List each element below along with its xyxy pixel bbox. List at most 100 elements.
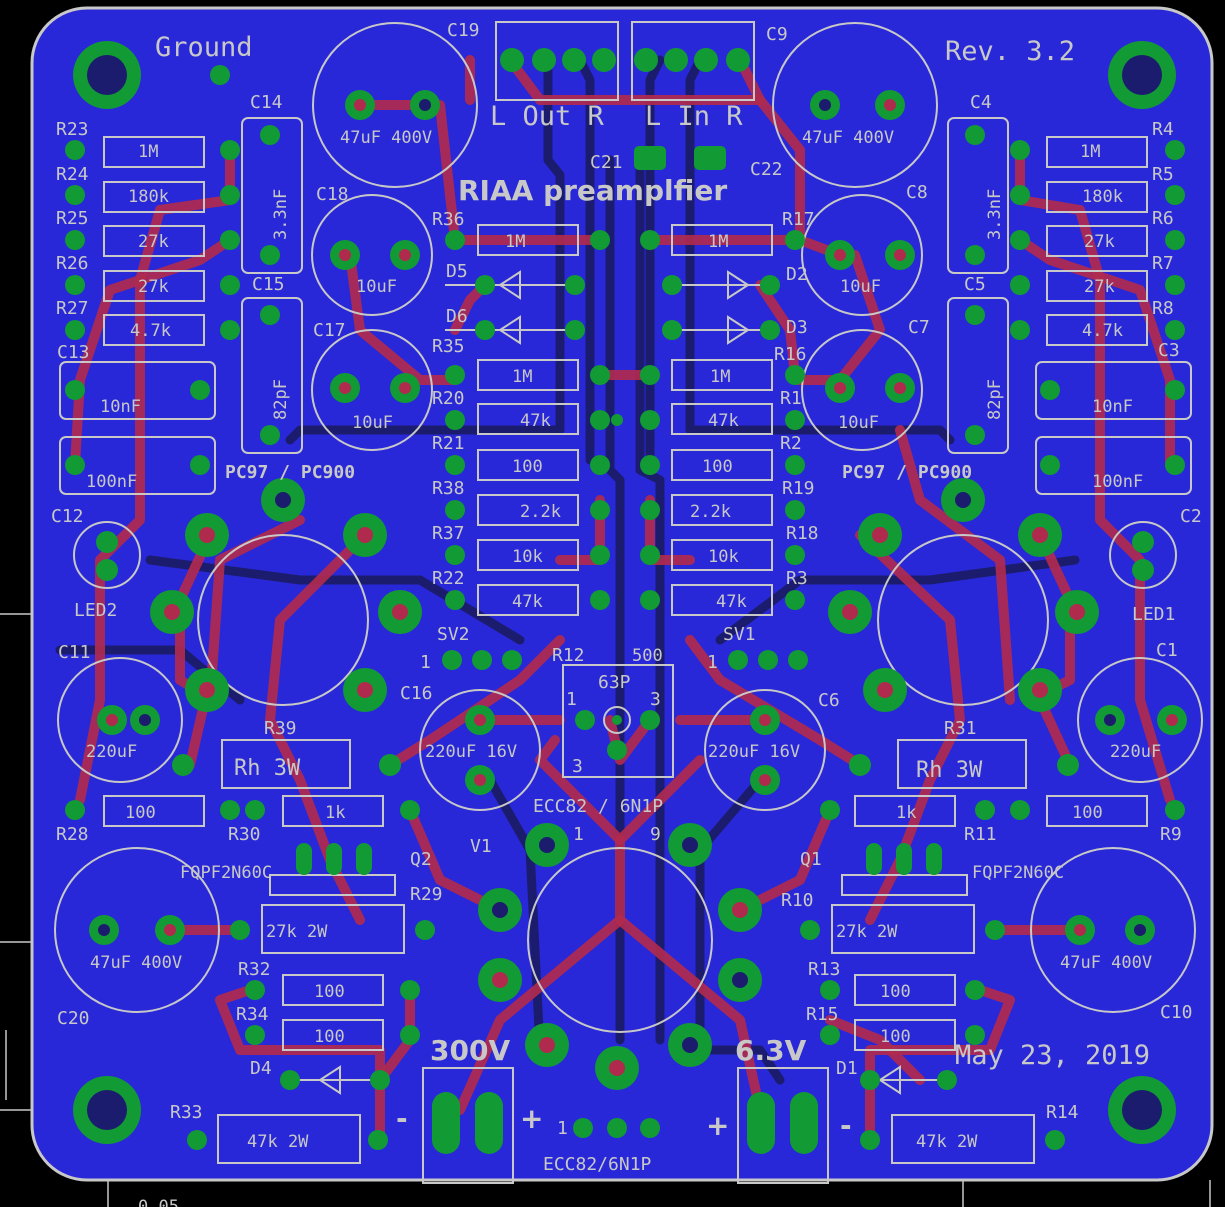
ref-c1: C1 [1156,640,1178,661]
value-c10: 47uF 400V [1060,953,1152,973]
mount-hole-tr [1108,41,1176,109]
value-r23: 1M [138,142,158,162]
ref-r32: R32 [238,959,271,980]
silk-text: Ground Rev. 3.2 RIAA preamplfier May 23,… [155,32,1150,1175]
ref-c5: C5 [964,274,986,295]
ref-c8: C8 [906,182,928,203]
value-r7: 27k [1084,277,1115,297]
value-r39: Rh 3W [234,756,301,781]
out-connector-label: L Out R [490,101,605,132]
ref-r23: R23 [56,119,89,140]
value-q2: FQPF2N60C [180,863,272,883]
ref-r11: R11 [964,824,997,845]
value-c3: 10nF [1092,397,1133,417]
pot-pin3: 3 [650,689,661,710]
ref-c10: C10 [1160,1002,1193,1023]
opto-label: PC97 / PC900 [842,462,972,483]
dimension-label: 0.05 [138,1197,179,1207]
ref-c7: C7 [908,317,930,338]
ref-r30: R30 [228,824,261,845]
value-r27: 4.7k [130,321,171,341]
ref-r24: R24 [56,164,89,185]
ref-r29: R29 [410,884,443,905]
revision-label: Rev. 3.2 [945,36,1075,67]
ref-c4: C4 [970,92,992,113]
pot-pin3-b: 3 [572,756,583,777]
value-r37: 10k [512,547,543,567]
ref-c20: C20 [57,1008,90,1029]
ref-c15: C15 [252,274,285,295]
value-r13: 100 [880,982,911,1002]
ref-r6: R6 [1152,208,1174,229]
value-r34: 100 [314,1027,345,1047]
ref-d4: D4 [250,1058,272,1079]
ref-r3: R3 [786,568,808,589]
ref-sv1: SV1 [723,624,756,645]
value-r20: 47k [520,411,551,431]
value-r31: Rh 3W [916,758,983,783]
ref-r39: R39 [264,718,297,739]
value-c18: 10uF [356,277,397,297]
ref-r31: R31 [944,718,977,739]
c19-value: 47uF 400V [340,128,432,148]
value-c15: 82pF [271,379,291,420]
board-title: RIAA preamplfier [458,174,727,207]
ref-led1: LED1 [1132,604,1175,625]
tube-socket-label: ECC82/6N1P [543,1154,652,1175]
ref-r17: R17 [782,209,815,230]
ref-d2: D2 [786,264,808,285]
header-pads [296,48,942,1154]
value-r11: 1k [896,803,916,823]
mount-hole-tl [73,41,141,109]
value-r3: 47k [716,592,747,612]
ref-c3: C3 [1158,340,1180,361]
hv-power-label: 300V [430,1034,510,1067]
value-r2: 100 [702,457,733,477]
value-r26: 27k [138,277,169,297]
ref-r21: R21 [432,433,465,454]
value-r12: 500 [632,646,663,666]
tube-pin1-label: 1 [573,824,584,845]
value-c20: 47uF 400V [90,953,182,973]
value-r18: 10k [708,547,739,567]
value-r38: 2.2k [520,502,561,522]
ref-c21: C21 [590,152,623,173]
value-r36: 1M [505,232,525,252]
ref-r35: R35 [432,336,465,357]
ref-c13: C13 [57,342,90,363]
pot-label: 63P [598,672,631,693]
large-pads [150,478,1099,1090]
value-r28: 100 [125,803,156,823]
ref-r4: R4 [1152,119,1174,140]
ref-d1: D1 [836,1058,858,1079]
value-c5: 82pF [985,379,1005,420]
ref-r36: R36 [432,209,465,230]
lv-minus: - [840,1109,852,1142]
tube-label: ECC82 / 6N1P [533,796,663,817]
value-r4: 1M [1080,142,1100,162]
value-r16: 1M [710,367,730,387]
ref-r33: R33 [170,1102,203,1123]
ref-r20: R20 [432,388,465,409]
ref-r10: R10 [781,890,814,911]
ref-c16: C16 [400,683,433,704]
value-r9: 100 [1072,803,1103,823]
value-r33: 47k 2W [247,1132,309,1152]
ref-c17: C17 [313,320,346,341]
value-c1: 220uF [1110,742,1161,762]
date-label: May 23, 2019 [955,1040,1150,1071]
value-c11: 220uF [86,742,137,762]
ref-r2: R2 [780,433,802,454]
value-r25: 27k [138,232,169,252]
ref-r7: R7 [1152,253,1174,274]
ref-c2: C2 [1180,506,1202,527]
ref-r18: R18 [786,523,819,544]
value-c8: 10uF [840,277,881,297]
ref-r37: R37 [432,523,465,544]
value-r15: 100 [880,1027,911,1047]
value-c14: 3.3nF [271,189,291,240]
ref-r16: R16 [774,344,807,365]
ref-r9: R9 [1160,824,1182,845]
